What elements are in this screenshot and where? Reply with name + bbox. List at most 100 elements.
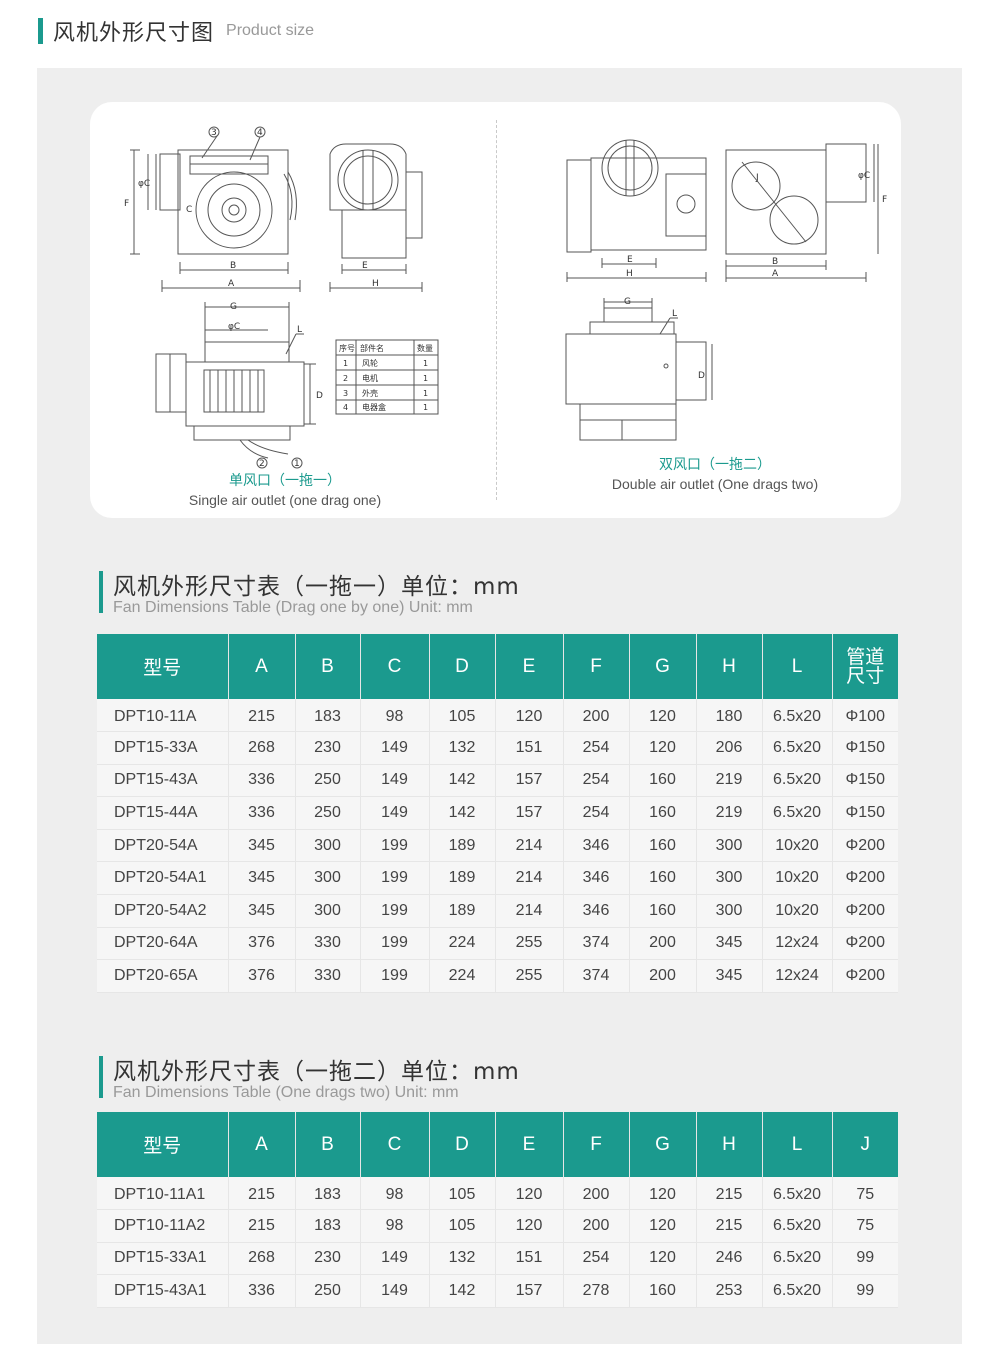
table-cell: 376 — [228, 927, 296, 961]
table2-header-g: G — [629, 1112, 697, 1177]
table-cell: 268 — [228, 731, 296, 765]
double-side-view — [565, 298, 713, 441]
model-cell: DPT15-43A1 — [97, 1274, 229, 1308]
table-cell: 374 — [563, 927, 630, 961]
table-cell: 255 — [495, 959, 564, 993]
dim-label-a-double: A — [772, 269, 779, 279]
table2-header-b: B — [295, 1112, 361, 1177]
table-cell: 330 — [295, 927, 361, 961]
table-cell: 6.5x20 — [762, 1274, 833, 1308]
table1-header-pipe: 管道尺寸 — [832, 634, 898, 699]
table-cell: Φ100 — [832, 699, 898, 733]
double-caption: 双风口（一拖二） Double air outlet (One drags tw… — [580, 454, 850, 492]
table-cell: 199 — [360, 927, 430, 961]
table-cell: 142 — [429, 1274, 496, 1308]
dim-label-l-double: L — [672, 309, 677, 319]
parts-header-no: 序号 — [339, 343, 355, 353]
table-cell: 254 — [563, 1242, 630, 1276]
table-cell: 120 — [629, 731, 697, 765]
dim-label-g-double: G — [624, 297, 631, 307]
parts-row-2-no: 2 — [343, 374, 348, 383]
table-cell: 224 — [429, 927, 496, 961]
table-cell: 215 — [696, 1177, 763, 1211]
table-cell: 215 — [228, 1177, 296, 1211]
table1-title-bar — [99, 571, 103, 613]
table-cell: 300 — [696, 861, 763, 896]
model-cell: DPT20-64A — [97, 927, 229, 961]
table1-header-e: E — [495, 634, 564, 699]
table-cell: 215 — [228, 1209, 296, 1243]
table-cell: 160 — [629, 861, 697, 896]
table-cell: 346 — [563, 894, 630, 928]
table2-title-cn: 风机外形尺寸表（一拖二）单位：mm — [113, 1059, 520, 1085]
table-cell: 189 — [429, 861, 496, 896]
parts-row-4-name: 电器盒 — [362, 402, 386, 412]
table-cell: 98 — [360, 1177, 430, 1211]
table-cell: 12x24 — [762, 959, 833, 993]
single-side-view — [329, 143, 423, 292]
table-cell: 230 — [295, 1242, 361, 1276]
table-cell: 151 — [495, 1242, 564, 1276]
parts-row-4-no: 4 — [343, 403, 348, 412]
table-cell: 142 — [429, 764, 496, 798]
table1-header-row: 型号 A B C D E F G H L 管道尺寸 — [97, 634, 898, 699]
dim-label-e: E — [362, 261, 368, 271]
table1-header-d: D — [429, 634, 496, 699]
table2-header-a: A — [228, 1112, 296, 1177]
model-cell: DPT20-54A2 — [97, 894, 229, 928]
callout-3: 3 — [211, 128, 217, 138]
table-cell: 214 — [495, 829, 564, 863]
single-front-view — [130, 126, 301, 292]
table-cell: 157 — [495, 1274, 564, 1308]
table2-header-model: 型号 — [97, 1112, 229, 1177]
table-cell: 6.5x20 — [762, 731, 833, 765]
table1-title-cn: 风机外形尺寸表（一拖一）单位：mm — [113, 574, 520, 600]
table-cell: 105 — [429, 1209, 496, 1243]
single-caption-cn: 单风口（一拖一） — [229, 473, 341, 489]
table-cell: Φ200 — [832, 927, 898, 961]
table-cell: 336 — [228, 1274, 296, 1308]
table2-title-en: Fan Dimensions Table (One drags two) Uni… — [113, 1084, 459, 1101]
dim-label-f: F — [124, 199, 129, 209]
drawings-card: 3 4 B A F φC C — [90, 102, 901, 518]
table-cell: 120 — [629, 1209, 697, 1243]
dim-label-c: C — [186, 205, 192, 215]
table1-header-c: C — [360, 634, 430, 699]
table-cell: 345 — [696, 927, 763, 961]
dim-label-phic-double: φC — [858, 171, 870, 181]
table-cell: 189 — [429, 894, 496, 928]
table-cell: 98 — [360, 1209, 430, 1243]
table-cell: 189 — [429, 829, 496, 863]
parts-row-1-no: 1 — [343, 359, 348, 368]
dim-label-e-double: E — [627, 255, 633, 265]
table-cell: 149 — [360, 764, 430, 798]
table-cell: 99 — [832, 1242, 898, 1276]
page-subtitle: Product size — [226, 22, 315, 39]
table2-header-h: H — [696, 1112, 763, 1177]
single-caption-en: Single air outlet (one drag one) — [188, 492, 382, 508]
parts-row-3-qty: 1 — [423, 389, 428, 398]
double-caption-en: Double air outlet (One drags two) — [611, 476, 819, 492]
table-cell: Φ150 — [832, 796, 898, 830]
parts-row-1-name: 风轮 — [362, 358, 378, 368]
table-cell: 132 — [429, 731, 496, 765]
table-cell: 75 — [832, 1209, 898, 1243]
content-panel: 3 4 B A F φC C — [37, 68, 962, 1344]
table-cell: 120 — [495, 699, 564, 733]
table1-header-f: F — [563, 634, 630, 699]
table-cell: 254 — [563, 764, 630, 798]
table-cell: 214 — [495, 894, 564, 928]
table-cell: 183 — [295, 699, 361, 733]
table-cell: 149 — [360, 796, 430, 830]
table-cell: 160 — [629, 764, 697, 798]
table-cell: 120 — [629, 1177, 697, 1211]
table-cell: 10x20 — [762, 829, 833, 863]
table-cell: 230 — [295, 731, 361, 765]
table-cell: 151 — [495, 731, 564, 765]
table2-header-d: D — [429, 1112, 496, 1177]
table-cell: 300 — [696, 894, 763, 928]
